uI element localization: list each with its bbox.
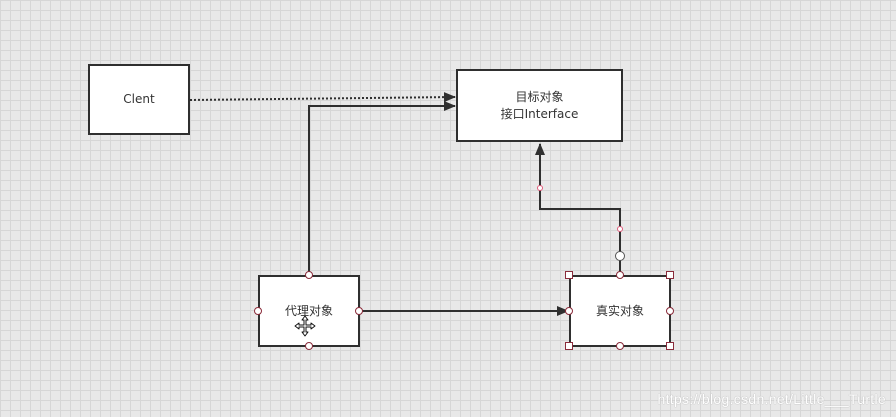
real-node-label: 真实对象 [595, 303, 644, 318]
target-node-subtitle: 接口Interface [500, 106, 579, 121]
proxy-node-label: 代理对象 [284, 303, 333, 318]
real-bottom-handle[interactable] [616, 342, 624, 350]
real-top-handle[interactable] [616, 271, 624, 279]
real-object-node[interactable]: 真实对象 [569, 275, 671, 347]
real-left-handle[interactable] [565, 307, 573, 315]
proxy-left-handle[interactable] [254, 307, 262, 315]
client-node-label: Clent [123, 92, 155, 106]
target-interface-node[interactable]: 目标对象 接口Interface [456, 69, 623, 142]
proxy-top-handle[interactable] [305, 271, 313, 279]
proxy-bottom-handle[interactable] [305, 342, 313, 350]
edge-real-to-target[interactable] [535, 143, 621, 275]
move-cursor-icon [294, 315, 316, 337]
edge-waypoint[interactable] [617, 226, 623, 232]
edge-endpoint-handle[interactable] [615, 251, 625, 261]
target-node-title: 目标对象 [515, 89, 564, 104]
real-corner-handle-tr[interactable] [666, 271, 674, 279]
client-node[interactable]: Clent [88, 64, 190, 135]
proxy-right-handle[interactable] [355, 307, 363, 315]
watermark-text: https://blog.csdn.net/Little___Turtle [657, 391, 886, 407]
real-corner-handle-bl[interactable] [565, 342, 573, 350]
real-right-handle[interactable] [666, 307, 674, 315]
edge-proxy-to-target[interactable] [308, 101, 456, 275]
edge-waypoint[interactable] [537, 185, 543, 191]
edge-client-to-target[interactable] [189, 92, 456, 103]
real-corner-handle-tl[interactable] [565, 271, 573, 279]
real-corner-handle-br[interactable] [666, 342, 674, 350]
